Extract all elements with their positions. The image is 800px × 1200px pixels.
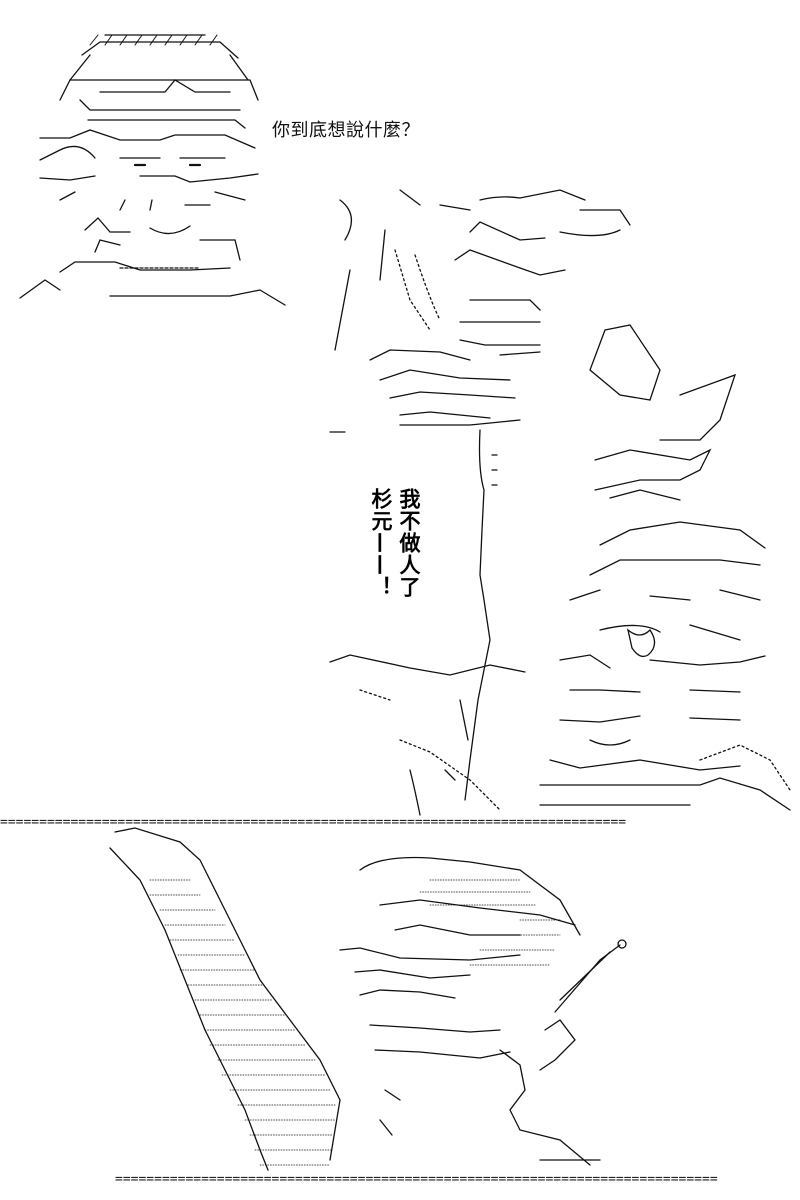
panel-divider-top: ========================================…: [0, 815, 627, 830]
panel-divider-bottom: ========================================…: [115, 1172, 718, 1187]
capped-face-figure: [19, 34, 286, 306]
fist-and-arm-figure: [329, 189, 737, 816]
speech-line-top: 你到底想說什麼？: [272, 120, 420, 141]
light-beam: [109, 827, 341, 1171]
gunner-figure: [539, 521, 791, 811]
shout-column-2: 杉元——！: [369, 488, 393, 598]
shout-column-1: 我不做人了: [397, 488, 421, 598]
rifle-figure: [339, 856, 627, 1166]
